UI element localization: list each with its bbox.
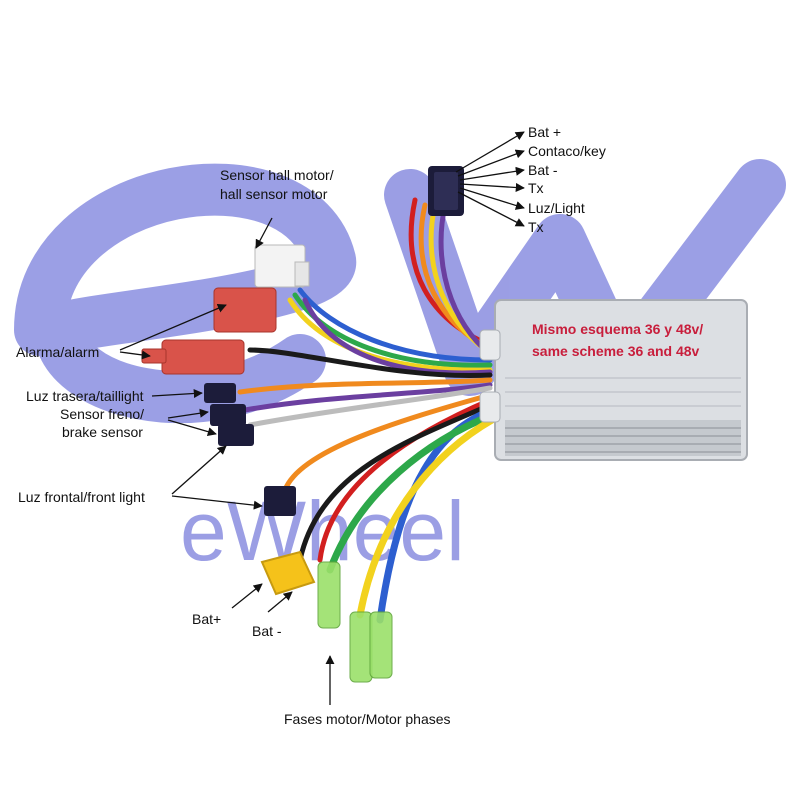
phase-sleeve-3 (369, 611, 393, 679)
taillight-connector (204, 383, 236, 403)
key-connector-body-inner (434, 172, 458, 210)
arrow-tx-1 (459, 182, 525, 193)
wire-hall-purple (302, 297, 493, 376)
label-bat-plus-bottom: Bat+ (192, 611, 221, 627)
arrow-bat-minus-bottom (267, 591, 293, 613)
arrow-brake-1 (167, 408, 209, 419)
arrow-front-light-1 (171, 445, 227, 495)
arrow-bat-plus-bottom (231, 583, 263, 609)
arrow-bat-plus-top (455, 131, 525, 173)
arrow-contact-key (457, 149, 525, 177)
battery-connector-body (260, 550, 316, 596)
wire-phase-blue (376, 406, 496, 624)
label-light: Luz/Light (528, 200, 585, 216)
wire-phase-green (326, 411, 496, 574)
arrow-light (459, 187, 525, 210)
label-tx-2: Tx (528, 219, 544, 235)
arrow-front-light-2 (171, 495, 263, 510)
alarm-connectors (141, 287, 277, 375)
arrow-bat-minus-top (459, 166, 525, 181)
front-light-connector (264, 486, 296, 516)
wire-frontlight-orange (282, 392, 493, 493)
brake-connector-2 (218, 424, 254, 446)
taillight-brake-connectors (204, 383, 254, 446)
arrow-hall (255, 217, 273, 249)
motor-phase-sleeves (317, 561, 393, 683)
wire-brake-purple (242, 382, 493, 413)
label-brake-line2: brake sensor (62, 424, 143, 440)
controller-note-line1: Mismo esquema 36 y 48v/ (532, 321, 703, 337)
label-tx-1: Tx (528, 180, 544, 196)
label-bat-plus-top: Bat + (528, 124, 561, 140)
front-light-connector-body (264, 486, 296, 516)
wire-alarm-black (247, 347, 493, 379)
arrow-alarm-lower (119, 350, 151, 360)
phase-sleeve-1 (317, 561, 341, 629)
phase-sleeve-2 (349, 611, 373, 683)
wire-hall-blue (297, 287, 493, 363)
label-taillight: Luz trasera/taillight (26, 388, 144, 404)
label-bat-minus-bottom: Bat - (252, 623, 282, 639)
label-hall-line1: Sensor hall motor/ (220, 167, 334, 183)
arrow-tx-2 (457, 191, 525, 227)
cable-gland-bottom (479, 391, 501, 423)
label-brake-line1: Sensor freno/ (60, 406, 144, 422)
hall-sensor-connector (254, 244, 310, 288)
label-contact-key: Contaco/key (528, 143, 606, 159)
wire-brake-white (247, 385, 493, 428)
callout-labels: Bat + Contaco/key Bat - Tx Luz/Light Tx … (16, 124, 606, 727)
key-connector (428, 166, 464, 216)
callout-arrows (119, 131, 525, 705)
arrow-brake-2 (167, 419, 217, 437)
wire-bundle (237, 197, 499, 624)
label-front-light: Luz frontal/front light (18, 489, 145, 505)
brake-connector-1 (210, 404, 246, 426)
controller-note-line2: same scheme 36 and 48v (532, 343, 700, 359)
wire-battery-red (317, 397, 493, 563)
arrow-taillight (151, 388, 203, 399)
wire-phase-yellow (356, 416, 496, 619)
label-motor-phases: Fases motor/Motor phases (284, 711, 451, 727)
controller-fins (505, 420, 741, 456)
alarm-connector-lower (161, 339, 245, 375)
cable-gland-top (479, 329, 501, 361)
label-hall-line2: hall sensor motor (220, 186, 328, 202)
alarm-connector-upper (213, 287, 277, 333)
arrow-alarm-upper (119, 304, 227, 351)
wire-taillight-orange (237, 377, 493, 395)
wire-battery-black (297, 402, 493, 563)
label-alarm: Alarma/alarm (16, 344, 99, 360)
battery-connector (260, 550, 316, 596)
hall-connector-clip (294, 261, 310, 287)
controller-box: Mismo esquema 36 y 48v/ same scheme 36 a… (479, 299, 748, 461)
label-bat-minus-top: Bat - (528, 162, 558, 178)
